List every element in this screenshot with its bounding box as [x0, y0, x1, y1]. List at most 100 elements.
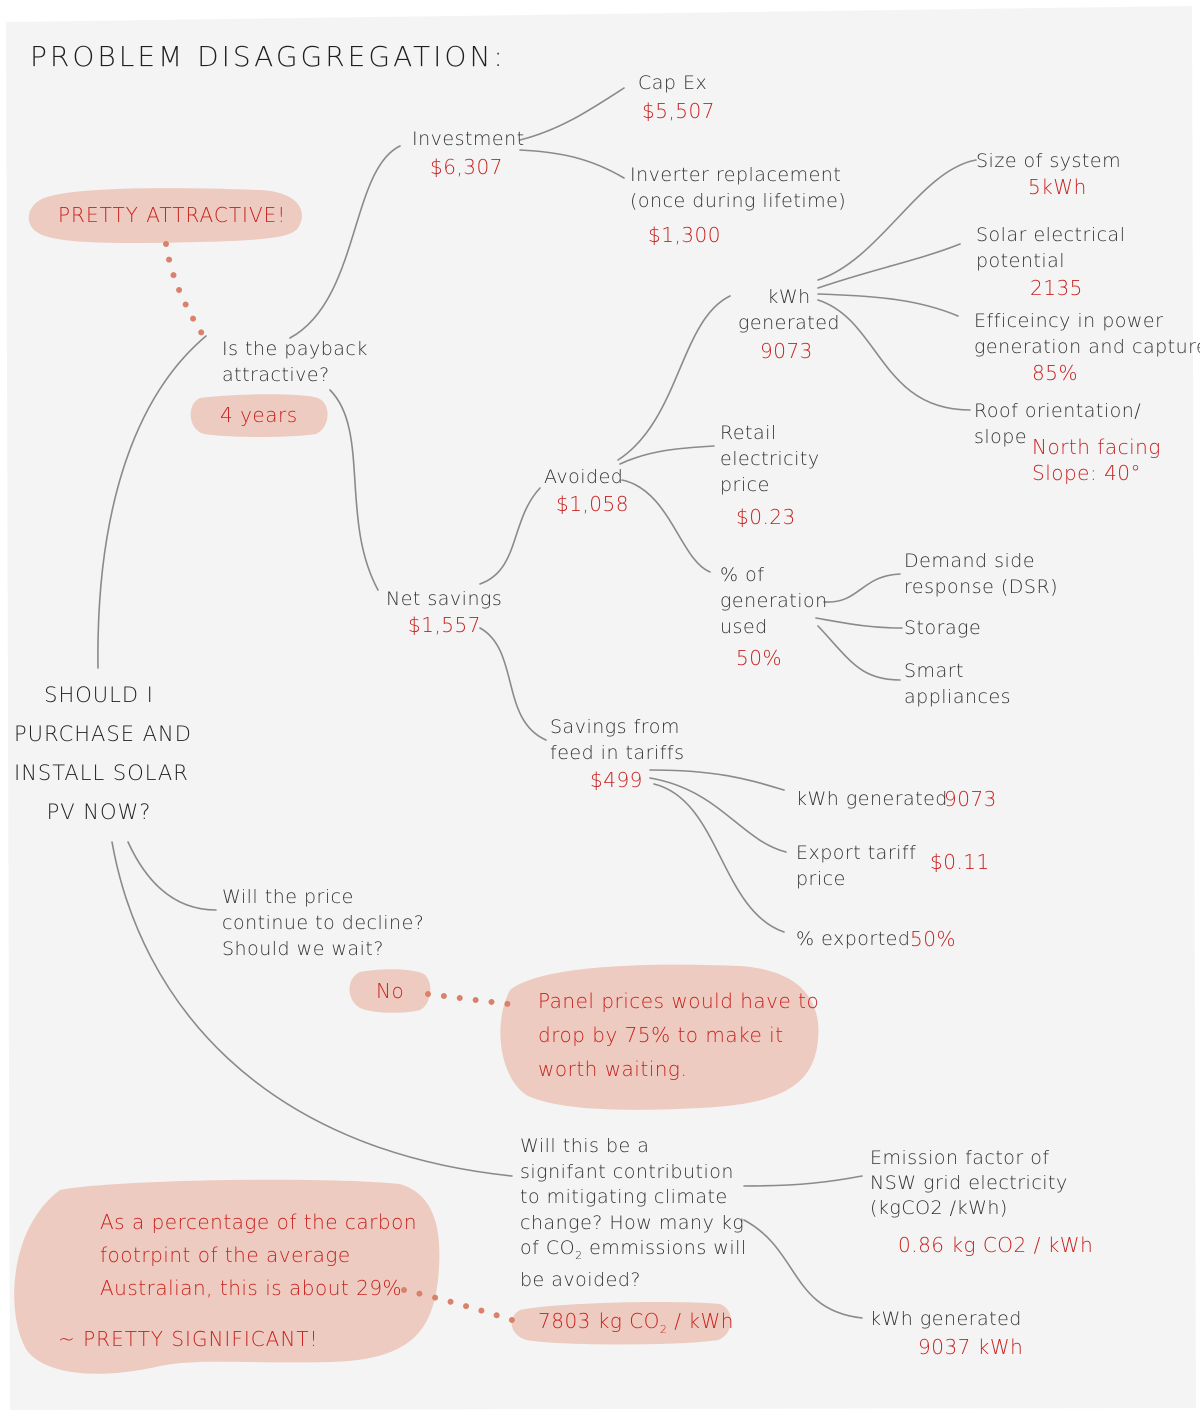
fit-tariff-label-line: Export tariff [796, 842, 917, 864]
climate-verdict: ~ PRETTY SIGNIFICANT! [58, 1327, 319, 1351]
wait-note-line: drop by 75% to make it [538, 1023, 784, 1047]
inverter-label-line: (once during lifetime) [630, 190, 847, 212]
payback-answer-bubble [190, 394, 328, 437]
feed-in-value: $499 [590, 768, 643, 792]
fit-pct-label: % exported [796, 928, 911, 950]
capex-value: $5,507 [642, 99, 715, 123]
kwh-label-line: kWh [767, 286, 811, 308]
root-line: SHOULD I [44, 683, 154, 707]
branch-feedin-pct [653, 783, 785, 933]
roof-label-line: slope [974, 426, 1028, 448]
solar-potential-label-line: Solar electrical [976, 224, 1126, 246]
solar-potential-label: Solar electrical potential [976, 222, 1125, 274]
retail-label: Retail electricity price [720, 420, 820, 498]
pct-used-value: 50% [736, 646, 782, 670]
climate-question-line: change? How many kg [520, 1211, 745, 1234]
roof-value: North facing Slope: 40° [1032, 434, 1161, 486]
fit-tariff-label-line: price [796, 868, 846, 890]
payback-question: Is the payback attractive? [222, 336, 368, 388]
branch-feedin-kwh [649, 769, 785, 791]
roof-label-line: Roof orientation/ [974, 400, 1142, 422]
pct-used-label-line: used [720, 616, 768, 638]
pct-used-label-line: generation [720, 590, 828, 612]
fit-kwh-label: kWh generated [796, 788, 948, 810]
size-value: 5kWh [1028, 175, 1087, 199]
payback-answer: 4 years [220, 403, 298, 427]
climate-note-line: As a percentage of the carbon [100, 1210, 417, 1234]
wait-answer: No [376, 979, 405, 1003]
climate-answer-subscript: 2 [659, 1323, 668, 1336]
emission-factor-label-line: (kgCO2 /kWh) [870, 1197, 1008, 1219]
feed-in-label-line: feed in tariffs [550, 742, 685, 764]
climate-answer-unit: / kWh [667, 1309, 734, 1333]
branch-feedin-tariff [649, 777, 787, 853]
roof-value-line: North facing [1032, 435, 1161, 459]
climate-question-subscript: 2 [575, 1248, 583, 1262]
wait-note: Panel prices would have to drop by 75% t… [538, 984, 819, 1086]
fit-pct-value: 50% [910, 927, 956, 951]
branch-payback-investment [289, 145, 401, 339]
retail-value: $0.23 [736, 505, 796, 529]
investment-value: $6,307 [430, 155, 503, 179]
climate-note-line: footrpint of the average [100, 1243, 351, 1267]
root-line: PURCHASE AND [14, 722, 192, 746]
climate-question-rest: emmissions will [582, 1237, 747, 1259]
branch-kwh-solar [817, 243, 961, 289]
climate-answer-bubble [511, 1302, 732, 1345]
climate-note: As a percentage of the carbon footrpint … [100, 1206, 417, 1305]
emission-factor-label: Emission factor of NSW grid electricity … [870, 1146, 1068, 1221]
wait-note-line: worth waiting. [538, 1057, 688, 1081]
climate-question-line: Will this be a [520, 1135, 650, 1157]
branch-kwh-efficiency [817, 293, 959, 317]
inverter-value: $1,300 [648, 223, 721, 247]
wait-connector [425, 991, 511, 1007]
solar-potential-label-line: potential [976, 250, 1066, 272]
kwh-label: kWh generated [738, 284, 840, 336]
fit-kwh-value: 9073 [944, 787, 997, 811]
branch-climate-kwh [743, 1219, 863, 1319]
emission-factor-value: 0.86 kg CO2 / kWh [898, 1233, 1094, 1257]
net-savings-value: $1,557 [408, 613, 481, 637]
investment-label: Investment [412, 128, 525, 150]
wait-question-line: Will the price [222, 886, 354, 908]
climate-note-bubble [14, 1179, 440, 1374]
branch-pctused-smart [817, 625, 901, 681]
smart-label: Smart appliances [904, 658, 1011, 710]
paper-sheet [6, 6, 1196, 1410]
climate-question-line: to mitigating climate [520, 1186, 728, 1208]
climate-note-line: Australian, this is about 29% [100, 1276, 403, 1300]
size-label: Size of system [976, 150, 1122, 172]
emission-factor-label-line: NSW grid electricity [870, 1172, 1068, 1194]
branch-netsavings-feedin [479, 627, 547, 741]
feed-in-label-line: Savings from [550, 716, 680, 738]
page-title: PROBLEM DISAGGREGATION: [30, 40, 506, 73]
branch-kwh-roof [817, 299, 971, 411]
dsr-label-line: response (DSR) [904, 576, 1059, 598]
branch-payback-netsavings [329, 389, 379, 591]
kwh-label-line: generated [738, 312, 840, 334]
payback-question-line: attractive? [222, 364, 330, 386]
root-line: INSTALL SOLAR [14, 761, 189, 785]
highlight-bubbles [14, 188, 819, 1374]
retail-label-line: price [720, 474, 770, 496]
smart-label-line: appliances [904, 686, 1012, 708]
branch-root-wait [127, 841, 217, 911]
efficiency-label-line: generation and capture [974, 336, 1200, 358]
wait-question-line: continue to decline? [222, 912, 425, 934]
kwh-value: 9073 [760, 339, 813, 363]
solar-potential-value: 2135 [1030, 276, 1083, 300]
wait-note-bubble [500, 964, 819, 1110]
dsr-label-line: Demand side [904, 550, 1036, 572]
branch-investment-capex [519, 87, 625, 141]
wait-question: Will the price continue to decline? Shou… [222, 884, 424, 962]
branch-netsavings-avoided [479, 487, 541, 585]
storage-label: Storage [904, 617, 982, 639]
climate-question: Will this be a signifant contribution to… [520, 1134, 747, 1294]
payback-question-line: Is the payback [222, 338, 368, 360]
branch-climate-emission [743, 1175, 863, 1187]
efficiency-label: Efficeincy in power generation and captu… [974, 308, 1200, 360]
branch-avoided-retail [619, 445, 715, 465]
root-question: SHOULD I PURCHASE AND INSTALL SOLAR PV N… [14, 676, 192, 832]
branch-pctused-dsr [823, 573, 901, 603]
